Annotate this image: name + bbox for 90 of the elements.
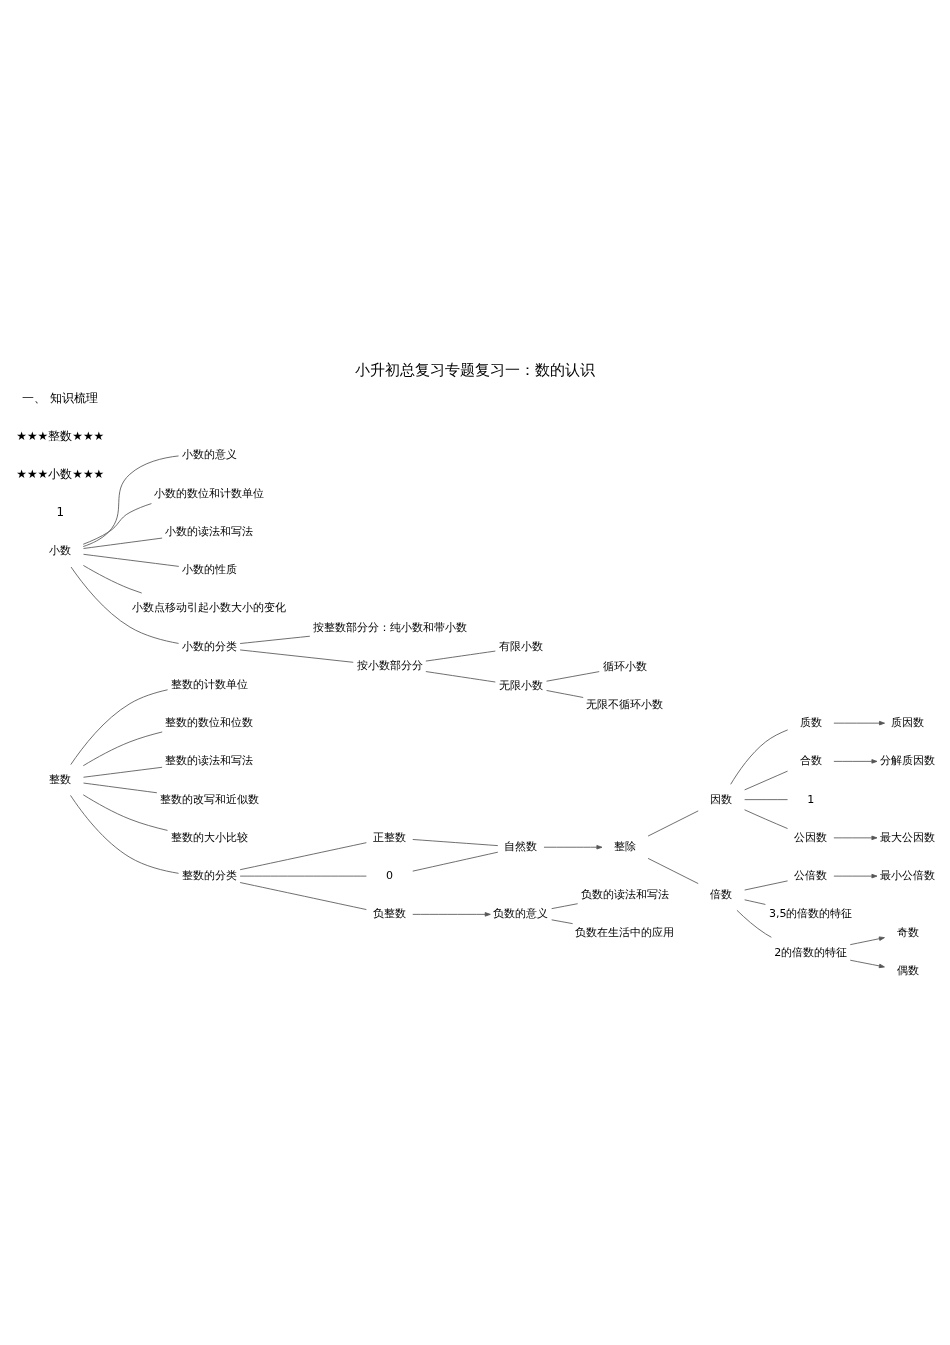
connector xyxy=(239,635,311,644)
connector xyxy=(647,857,699,884)
node-text: 质因数 xyxy=(891,715,925,729)
node-text: 分解质因数 xyxy=(880,753,936,767)
connector xyxy=(425,650,496,661)
node-text: 小数的分类 xyxy=(181,639,237,653)
node-text: 正整数 xyxy=(373,830,407,844)
connector xyxy=(83,537,163,549)
arrow xyxy=(849,959,885,968)
node-text: 小数的意义 xyxy=(181,447,237,461)
arrow xyxy=(833,720,885,725)
connector xyxy=(425,670,496,682)
node-text: 负数的读法和写法 xyxy=(581,887,669,901)
node-text: 公倍数 xyxy=(794,868,828,882)
node-text: 负整数 xyxy=(373,906,407,920)
connector xyxy=(239,875,367,877)
node-text: 偶数 xyxy=(896,963,919,977)
connector xyxy=(412,838,499,846)
node-text: 最小公倍数 xyxy=(880,868,936,882)
node-text: 1 xyxy=(807,792,815,806)
arrow xyxy=(412,911,491,917)
connector xyxy=(83,766,163,778)
arrow xyxy=(543,844,603,849)
connector xyxy=(736,909,772,938)
node-text: 负数的意义 xyxy=(493,906,549,920)
node-text: 整数的计数单位 xyxy=(170,677,248,691)
node-text: 小数点移动引起小数大小的变化 xyxy=(132,600,287,614)
connector xyxy=(551,918,574,924)
node-text: 2的倍数的特征 xyxy=(774,945,848,958)
node-text: 按整数部分分：纯小数和带小数 xyxy=(312,620,467,634)
connector xyxy=(647,809,699,836)
node-text: 无限小数 xyxy=(498,678,543,692)
arrow xyxy=(833,873,878,878)
label: ★★★整数★★★ xyxy=(16,428,105,443)
node-text: 循环小数 xyxy=(603,659,647,673)
node-text: 整数的改写和近似数 xyxy=(159,792,259,806)
node-text: 0 xyxy=(386,868,394,882)
node-text: 整数的数位和位数 xyxy=(165,715,254,729)
node-text: 整数 xyxy=(49,772,72,786)
connector xyxy=(239,841,367,870)
node-text: 3,5的倍数的特征 xyxy=(768,906,853,920)
node-text: 小数的性质 xyxy=(181,562,237,576)
node-text: 合数 xyxy=(799,753,822,767)
node-text: 自然数 xyxy=(504,839,538,853)
node-text: 有限小数 xyxy=(498,639,543,653)
node-text: 整数的大小比较 xyxy=(170,830,248,844)
arrow xyxy=(833,758,878,764)
node-text: 最大公因数 xyxy=(880,830,936,844)
node-text: 小数的数位和计数单位 xyxy=(154,486,265,500)
connector xyxy=(744,798,788,800)
connector xyxy=(70,688,168,765)
connector xyxy=(551,902,579,909)
connector xyxy=(412,851,499,872)
label: 1 xyxy=(56,504,65,519)
connector xyxy=(70,794,179,874)
node-text: 小数 xyxy=(49,543,72,557)
label: 一、 知识梳理 xyxy=(22,390,99,405)
connector xyxy=(83,553,180,567)
node-text: 倍数 xyxy=(710,887,733,901)
connector xyxy=(239,649,354,663)
connector xyxy=(70,566,180,644)
node-text: 小数的读法和写法 xyxy=(165,524,254,538)
connector xyxy=(82,455,179,547)
diagram-title: 小升初总复习专题复习一：数的认识 xyxy=(355,360,595,379)
connector xyxy=(744,879,788,890)
connector xyxy=(82,564,143,593)
connector xyxy=(744,770,788,790)
node-text: 公因数 xyxy=(794,830,828,844)
node-text: 无限不循环小数 xyxy=(586,697,664,711)
node-text: 整数的读法和写法 xyxy=(165,753,254,767)
node-text: 因数 xyxy=(710,792,733,806)
node-text: 质数 xyxy=(799,715,822,729)
connector xyxy=(546,670,600,682)
connector xyxy=(239,881,367,910)
connector xyxy=(744,898,766,905)
arrow xyxy=(833,835,878,840)
connector xyxy=(546,689,584,698)
connector xyxy=(730,728,789,785)
connector xyxy=(82,502,152,545)
node-text: 按小数部分分 xyxy=(356,658,423,672)
node-text: 奇数 xyxy=(896,925,919,939)
arrow xyxy=(849,936,885,945)
label: ★★★小数★★★ xyxy=(16,466,105,481)
connector xyxy=(744,808,788,829)
node-text: 整数的分类 xyxy=(181,868,237,882)
node-text: 整除 xyxy=(614,839,636,853)
connector xyxy=(83,782,158,793)
connector xyxy=(82,731,163,766)
node-text: 负数在生活中的应用 xyxy=(575,925,675,939)
connector xyxy=(82,793,168,831)
